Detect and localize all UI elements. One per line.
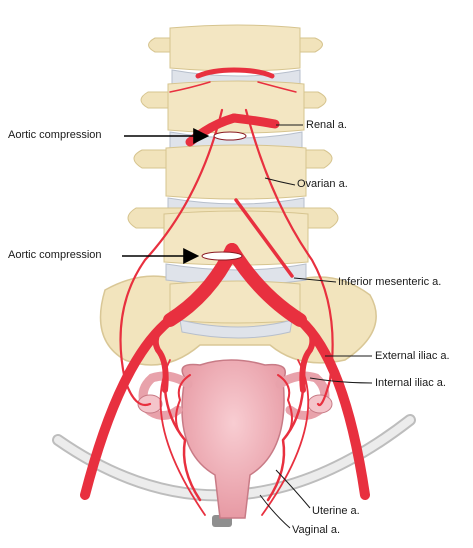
label-renal-artery: Renal a. — [306, 119, 347, 131]
label-aortic-compression-upper: Aortic compression — [8, 129, 102, 141]
label-aortic-compression-lower: Aortic compression — [8, 249, 102, 261]
label-vaginal-artery: Vaginal a. — [292, 524, 341, 536]
label-internal-iliac-artery: Internal iliac a. — [375, 377, 446, 389]
label-uterine-artery: Uterine a. — [312, 505, 360, 517]
label-external-iliac-artery: External iliac a. — [375, 350, 450, 362]
compression-site-upper — [213, 131, 247, 141]
label-ovarian-artery: Ovarian a. — [297, 178, 348, 190]
label-inferior-mesenteric-artery: Inferior mesenteric a. — [338, 276, 442, 288]
leader-lines — [259, 124, 373, 529]
compression-site-lower — [201, 251, 243, 261]
